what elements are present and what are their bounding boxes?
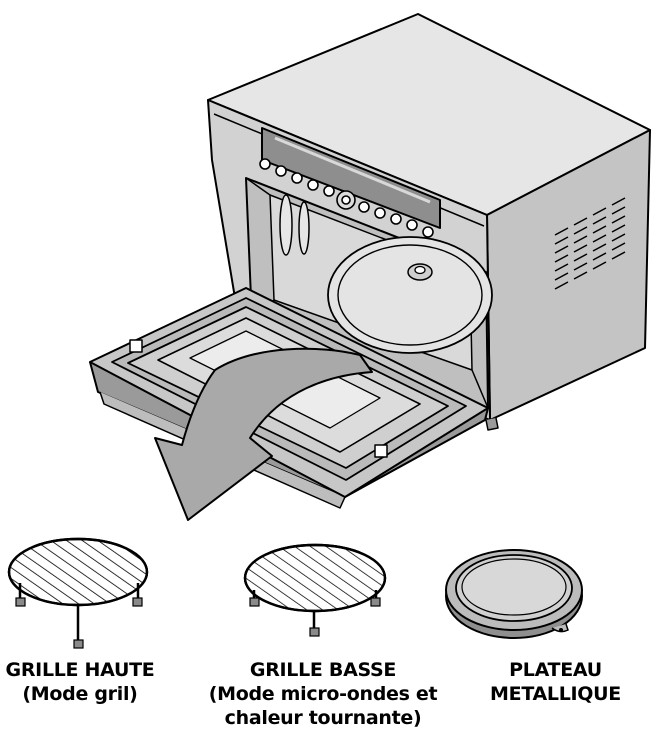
side-vents xyxy=(554,197,626,290)
control-button xyxy=(358,201,370,213)
caption-plateau: PLATEAU METALLIQUE xyxy=(468,658,643,706)
caption-grille-haute: GRILLE HAUTE (Mode gril) xyxy=(0,658,160,706)
control-button xyxy=(422,226,434,238)
caption-grille-haute-title: GRILLE HAUTE xyxy=(5,659,155,681)
caption-grille-basse-mode-line2: chaleur tournante) xyxy=(224,707,422,729)
control-button xyxy=(390,213,402,225)
dial-center xyxy=(341,195,351,205)
turntable xyxy=(327,236,493,354)
display-panel xyxy=(261,127,441,229)
metal-plate-icon xyxy=(445,549,583,639)
control-button xyxy=(374,207,386,219)
caption-grille-basse-mode-line1: (Mode micro-ondes et xyxy=(208,683,438,705)
control-button xyxy=(259,158,271,170)
control-button xyxy=(275,165,287,177)
control-buttons xyxy=(259,158,434,238)
control-button xyxy=(406,219,418,231)
caption-plateau-line1: PLATEAU xyxy=(509,659,602,681)
control-button xyxy=(323,185,335,197)
door-latch xyxy=(129,339,143,353)
caption-plateau-line2: METALLIQUE xyxy=(490,683,621,705)
control-button xyxy=(307,179,319,191)
caption-grille-haute-mode: (Mode gril) xyxy=(22,683,138,705)
caption-grille-basse: GRILLE BASSE (Mode micro-ondes et chaleu… xyxy=(188,658,458,730)
caption-grille-basse-title: GRILLE BASSE xyxy=(249,659,397,681)
control-button xyxy=(291,172,303,184)
microwave-oven-illustration xyxy=(89,13,651,509)
low-rack-icon xyxy=(243,543,387,637)
rack-rail xyxy=(279,194,293,256)
high-rack-icon xyxy=(7,537,149,649)
door-latch xyxy=(374,444,388,458)
rack-rail xyxy=(298,201,310,255)
curved-arrow-icon xyxy=(154,347,373,521)
